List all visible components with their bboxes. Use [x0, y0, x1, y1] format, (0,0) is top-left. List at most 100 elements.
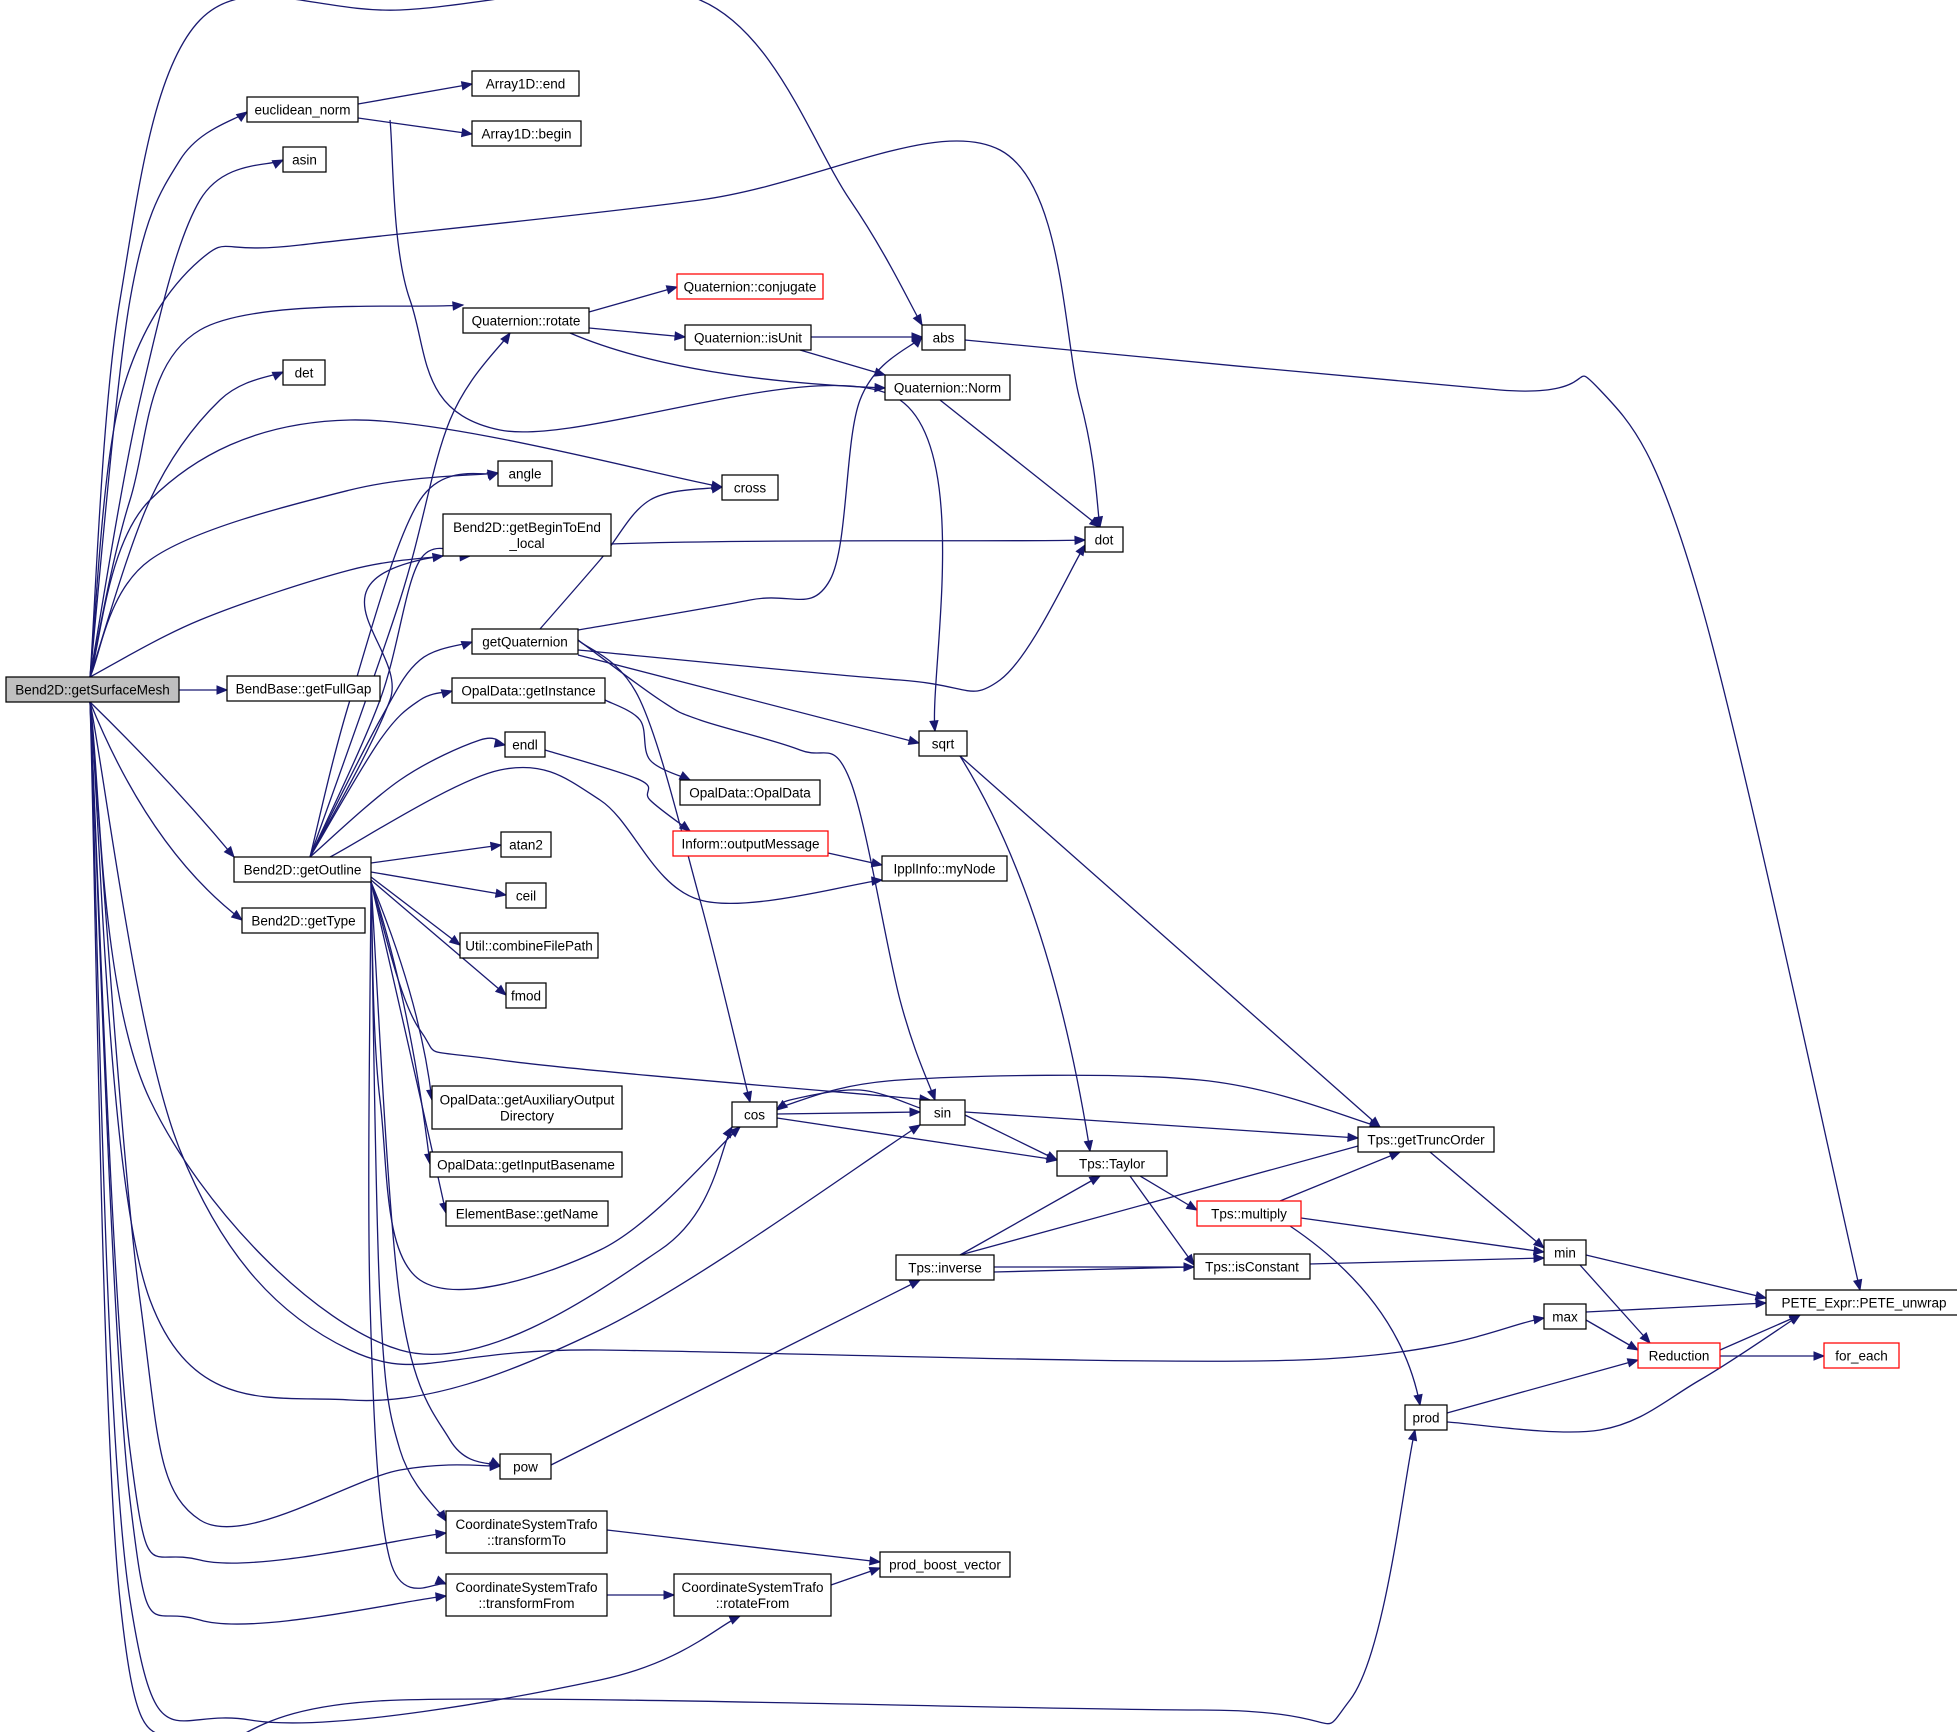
edge-getq-to-dot: [577, 544, 1086, 692]
node-cstfrom[interactable]: CoordinateSystemTrafo::transformFrom: [445, 1573, 608, 1617]
arrowhead-icon: [1813, 1351, 1826, 1361]
node-fullgap[interactable]: BendBase::getFullGap: [226, 675, 381, 702]
arrowhead-icon: [1407, 1428, 1418, 1442]
arrowhead-icon: [1532, 1237, 1546, 1249]
node-pow[interactable]: pow: [499, 1453, 552, 1480]
arrowhead-icon: [678, 771, 692, 781]
node-root[interactable]: Bend2D::getSurfaceMesh: [5, 676, 180, 703]
edge-getq-to-abs: [577, 336, 923, 631]
node-inform[interactable]: Inform::outputMessage: [672, 830, 829, 857]
node-getq[interactable]: getQuaternion: [471, 628, 579, 655]
edge-pow-to-inverse: [550, 1279, 921, 1466]
node-pbv[interactable]: prod_boost_vector: [879, 1551, 1011, 1578]
edge-outline-to-sin: [370, 881, 931, 1101]
node-endl[interactable]: endl: [504, 731, 546, 758]
node-qisunit[interactable]: Quaternion::isUnit: [684, 324, 812, 351]
node-cos[interactable]: cos: [731, 1101, 778, 1128]
node-getname[interactable]: ElementBase::getName: [445, 1200, 609, 1227]
node-label: Util::combineFilePath: [465, 939, 593, 954]
arrowhead-icon: [452, 301, 465, 311]
node-box: [5, 676, 180, 703]
node-inverse[interactable]: Tps::inverse: [895, 1254, 995, 1281]
node-sin[interactable]: sin: [919, 1099, 966, 1126]
node-euclid[interactable]: euclidean_norm: [246, 96, 359, 123]
edge-cos-to-trunc: [776, 1074, 1381, 1128]
node-box: [1404, 1404, 1448, 1431]
node-isconst[interactable]: Tps::isConstant: [1193, 1253, 1311, 1280]
node-a1begin[interactable]: Array1D::begin: [471, 120, 582, 147]
node-reduction[interactable]: Reduction: [1637, 1342, 1721, 1369]
arrowhead-icon: [1639, 1332, 1651, 1345]
arrowhead-icon: [1754, 1290, 1768, 1301]
node-inbase[interactable]: OpalData::getInputBasename: [429, 1151, 623, 1178]
edge-min-to-reduction: [1579, 1264, 1651, 1344]
edge-root-to-max: [89, 701, 1545, 1366]
edge-getq-to-cos: [577, 639, 751, 1103]
node-label: fmod: [511, 989, 541, 1004]
node-prod[interactable]: prod: [1404, 1404, 1448, 1431]
node-opaldata[interactable]: OpalData::OpalData: [679, 779, 821, 806]
edge-outline-to-qrot: [309, 332, 511, 858]
node-bte[interactable]: Bend2D::getBeginToEnd_local: [442, 513, 612, 557]
node-taylor[interactable]: Tps::Taylor: [1056, 1150, 1168, 1177]
node-gettype[interactable]: Bend2D::getType: [241, 907, 366, 934]
node-combine[interactable]: Util::combineFilePath: [459, 932, 599, 959]
node-box: [1196, 1200, 1302, 1227]
node-asin[interactable]: asin: [282, 146, 327, 173]
node-qrot[interactable]: Quaternion::rotate: [462, 307, 590, 334]
node-label: prod: [1412, 1411, 1439, 1426]
node-min[interactable]: min: [1543, 1239, 1587, 1266]
node-dot[interactable]: dot: [1084, 526, 1124, 553]
node-multiply[interactable]: Tps::multiply: [1196, 1200, 1302, 1227]
edge-getq-to-sqrt: [577, 654, 920, 744]
node-qnorm[interactable]: Quaternion::Norm: [884, 374, 1011, 401]
node-ippl[interactable]: IpplInfo::myNode: [881, 855, 1008, 882]
edge-endl-to-inform: [544, 749, 691, 832]
node-max[interactable]: max: [1543, 1303, 1587, 1330]
node-label: prod_boost_vector: [889, 1558, 1001, 1573]
edge-root-to-cos: [89, 701, 733, 1356]
node-angle[interactable]: angle: [497, 460, 553, 487]
node-ceil[interactable]: ceil: [505, 882, 547, 909]
edge-getq-to-sin: [577, 639, 936, 1101]
node-cstto[interactable]: CoordinateSystemTrafo::transformTo: [445, 1510, 608, 1554]
node-box: [504, 731, 546, 758]
edge-multiply-to-trunc: [1279, 1151, 1401, 1202]
node-label: PETE_Expr::PETE_unwrap: [1781, 1296, 1946, 1311]
node-label: Bend2D::getOutline: [244, 863, 362, 878]
edge-inverse-to-trunc: [959, 1139, 1381, 1256]
node-sqrt[interactable]: sqrt: [918, 730, 968, 757]
edge-prod-to-reduction: [1446, 1359, 1639, 1414]
call-graph-nodes: Bend2D::getSurfaceMesheuclidean_normArra…: [5, 70, 1957, 1617]
arrowhead-icon: [742, 1090, 753, 1104]
node-fmod[interactable]: fmod: [505, 982, 547, 1009]
node-foreach[interactable]: for_each: [1823, 1342, 1900, 1369]
node-label: OpalData::getInputBasename: [437, 1158, 615, 1173]
node-outline[interactable]: Bend2D::getOutline: [233, 856, 372, 883]
edge-sin-to-trunc: [964, 1111, 1359, 1139]
node-box: [497, 460, 553, 487]
arrowhead-icon: [235, 111, 249, 122]
edge-root-to-bte: [89, 555, 444, 678]
node-trunc[interactable]: Tps::getTruncOrder: [1357, 1126, 1495, 1153]
node-det[interactable]: det: [282, 359, 326, 386]
node-opalinst[interactable]: OpalData::getInstance: [451, 677, 606, 704]
node-atan2[interactable]: atan2: [500, 831, 552, 858]
edge-outline-to-opalinst: [309, 690, 453, 858]
node-a1end[interactable]: Array1D::end: [471, 70, 580, 97]
arrowhead-icon: [1413, 1393, 1423, 1407]
node-label: Array1D::begin: [481, 127, 571, 142]
node-pete[interactable]: PETE_Expr::PETE_unwrap: [1765, 1289, 1957, 1316]
node-label: Bend2D::getSurfaceMesh: [15, 683, 170, 698]
node-box: [673, 1573, 832, 1617]
node-label: CoordinateSystemTrafo: [681, 1580, 823, 1595]
node-box: [451, 677, 606, 704]
node-cstrot[interactable]: CoordinateSystemTrafo::rotateFrom: [673, 1573, 832, 1617]
node-label: Tps::isConstant: [1205, 1260, 1299, 1275]
node-abs[interactable]: abs: [921, 324, 966, 351]
node-qconj[interactable]: Quaternion::conjugate: [676, 273, 824, 300]
node-cross[interactable]: cross: [721, 474, 779, 501]
node-box: [679, 779, 821, 806]
node-label: max: [1552, 1310, 1578, 1325]
